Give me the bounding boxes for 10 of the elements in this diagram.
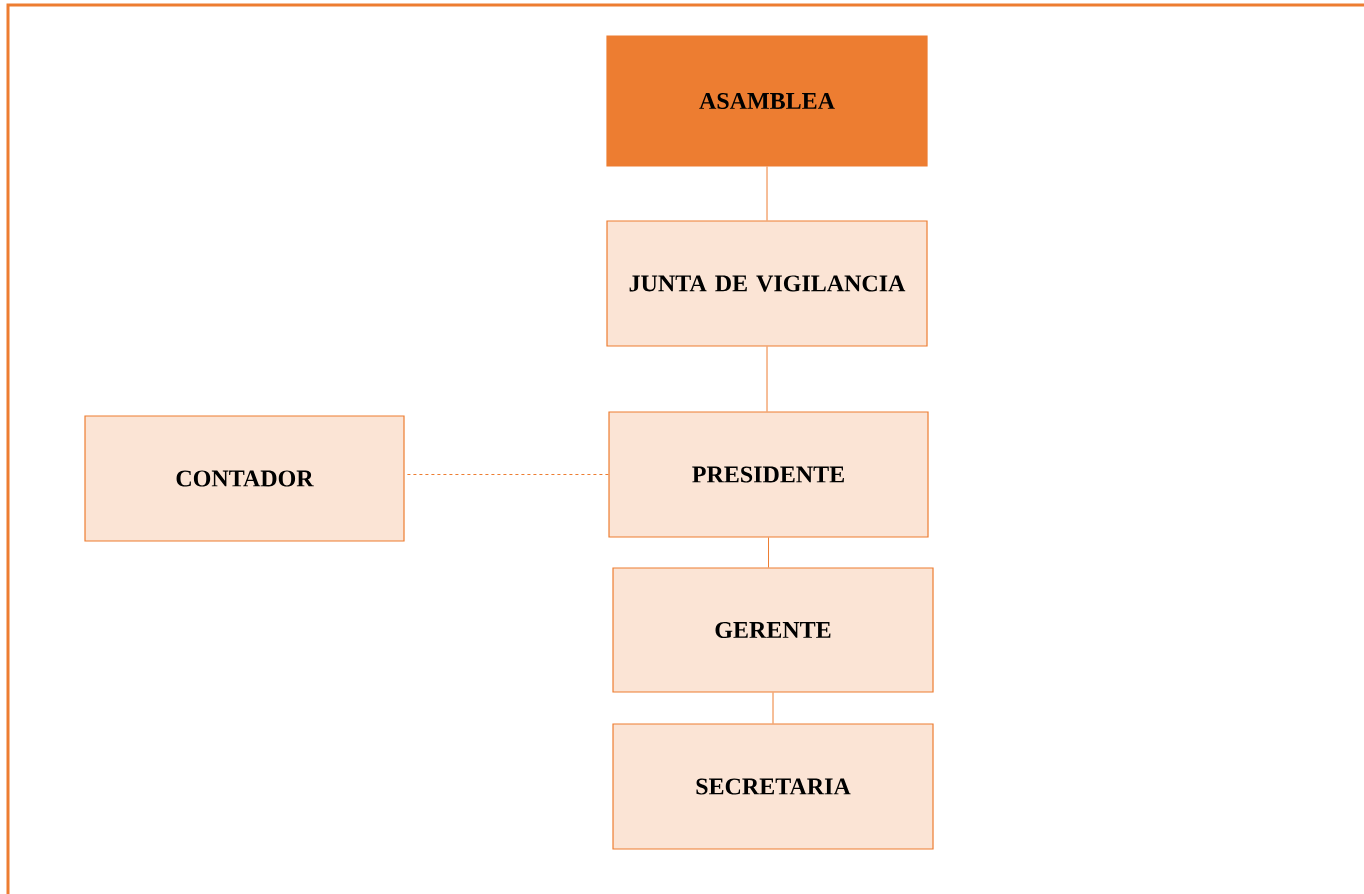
- org-box: SECRETARIA: [612, 723, 934, 850]
- connector-line: [766, 166, 768, 221]
- org-box: CONTADOR: [84, 415, 405, 542]
- org-box: JUNTA DE VIGILANCIA: [606, 220, 928, 347]
- connector-line: [772, 692, 774, 724]
- connector-line: [768, 537, 769, 568]
- org-box: GERENTE: [612, 567, 934, 693]
- org-box: ASAMBLEA: [606, 35, 928, 167]
- connector-line: [766, 346, 768, 412]
- org-box: PRESIDENTE: [608, 411, 929, 538]
